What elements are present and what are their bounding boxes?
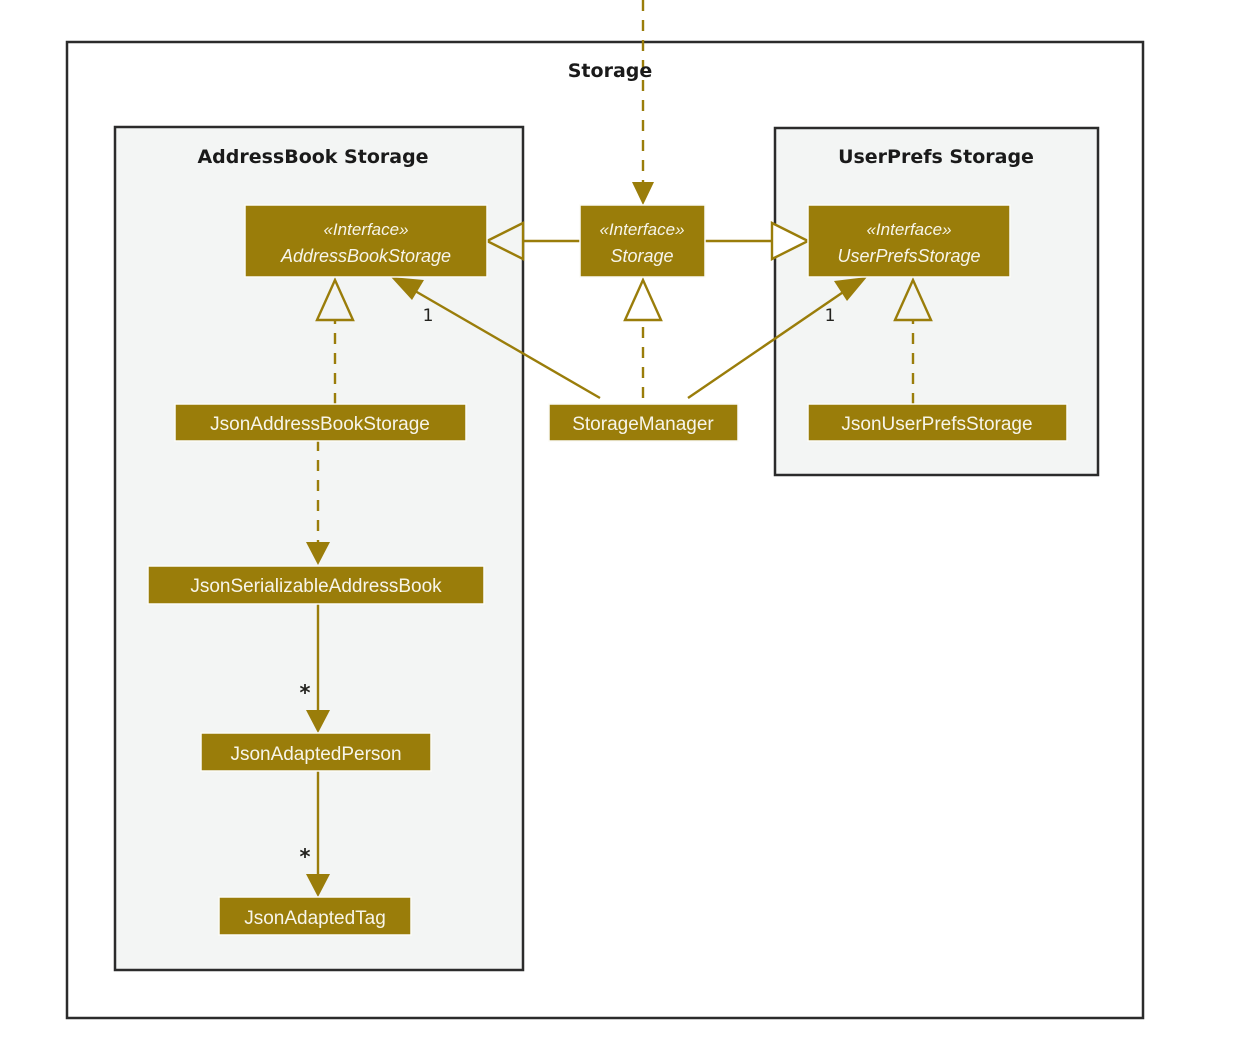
class-jsonuserprefsstorage-box[interactable] (807, 403, 1068, 442)
class-jsonserializableaddressbook[interactable]: JsonSerializableAddressBook (147, 565, 485, 605)
package-title-storage: Storage (568, 60, 653, 82)
class-jsonadaptedperson-box[interactable] (200, 732, 432, 772)
class-userprefsstorage-name: UserPrefsStorage (837, 246, 980, 266)
class-jsonuserprefsstorage[interactable]: JsonUserPrefsStorage (807, 403, 1068, 442)
arrowhead-jsonadaptedperson-to-jsonadaptedtag (306, 874, 330, 897)
arrowhead-storagemanager-realization (623, 277, 663, 322)
arrowhead-storagemanager-ups-assoc (834, 277, 867, 301)
package-title-addressbook-storage: AddressBook Storage (197, 146, 428, 168)
class-addressbookstorage-stereotype: «Interface» (323, 220, 408, 239)
multiplicity-serializable-person: * (300, 681, 311, 705)
arrowhead-jsonaddressbookstorage-realization (315, 277, 355, 322)
arrowhead-jsonserializable-to-jsonadaptedperson (306, 710, 330, 733)
class-addressbookstorage-box[interactable] (244, 204, 488, 278)
multiplicity-person-tag: * (300, 845, 311, 869)
multiplicity-storagemanager-addressbookstorage: 1 (423, 306, 434, 326)
class-jsonadaptedtag-name: JsonAdaptedTag (244, 908, 386, 929)
arrowhead-external-to-storage (632, 182, 654, 205)
class-jsonuserprefsstorage-name: JsonUserPrefsStorage (841, 414, 1032, 435)
class-storage[interactable]: «Interface» Storage (579, 204, 706, 278)
arrowhead-jsonaddressbookstorage-to-jsonserializable (306, 542, 330, 565)
class-jsonadaptedtag-box[interactable] (218, 896, 412, 936)
class-jsonadaptedtag[interactable]: JsonAdaptedTag (218, 896, 412, 936)
package-title-userprefs-storage: UserPrefs Storage (838, 146, 1034, 168)
class-jsonserializableaddressbook-box[interactable] (147, 565, 485, 605)
arrowhead-jsonuserprefsstorage-realization (893, 277, 933, 322)
class-jsonadaptedperson[interactable]: JsonAdaptedPerson (200, 732, 432, 772)
edge-storagemanager-to-userprefsstorage-assoc (687, 283, 856, 399)
class-storage-box[interactable] (579, 204, 706, 278)
class-userprefsstorage-stereotype: «Interface» (866, 220, 951, 239)
class-jsonadaptedperson-name: JsonAdaptedPerson (230, 744, 401, 765)
class-userprefsstorage[interactable]: «Interface» UserPrefsStorage (807, 204, 1011, 278)
class-jsonserializableaddressbook-name: JsonSerializableAddressBook (190, 576, 442, 597)
edge-storagemanager-to-addressbookstorage-assoc (402, 282, 601, 400)
class-jsonaddressbookstorage[interactable]: JsonAddressBookStorage (174, 403, 467, 442)
class-storage-stereotype: «Interface» (599, 220, 684, 239)
arrowhead-storagemanager-abs-assoc (391, 277, 424, 300)
arrowhead-storage-to-addressbookstorage (484, 221, 525, 261)
class-storagemanager-name: StorageManager (572, 414, 714, 435)
class-userprefsstorage-box[interactable] (807, 204, 1011, 278)
class-addressbookstorage-name: AddressBookStorage (280, 246, 451, 266)
class-addressbookstorage[interactable]: «Interface» AddressBookStorage (244, 204, 488, 278)
class-storagemanager[interactable]: StorageManager (548, 403, 739, 442)
arrowhead-storage-to-userprefsstorage (770, 221, 811, 261)
class-storagemanager-box[interactable] (548, 403, 739, 442)
class-storage-name: Storage (610, 246, 673, 266)
class-jsonaddressbookstorage-name: JsonAddressBookStorage (210, 414, 430, 435)
multiplicity-storagemanager-userprefsstorage: 1 (825, 306, 836, 326)
class-jsonaddressbookstorage-box[interactable] (174, 403, 467, 442)
